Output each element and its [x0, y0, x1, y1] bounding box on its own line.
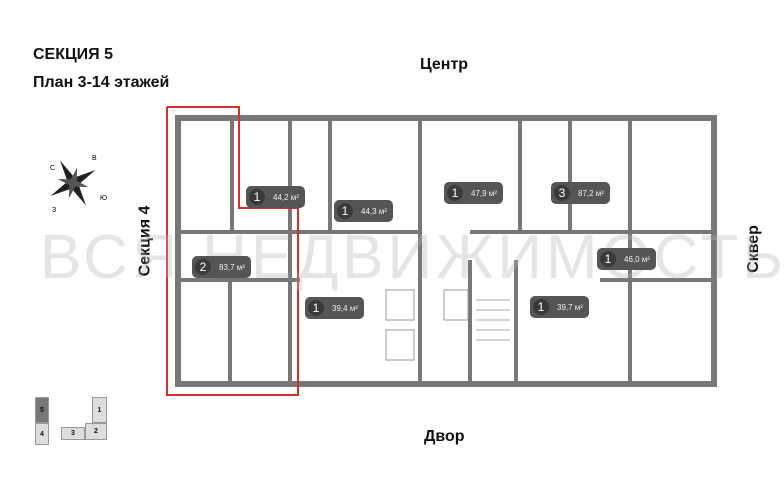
- apartment-badge-selected[interactable]: 2 83,7 м²: [192, 256, 251, 278]
- section-title: СЕКЦИЯ 5: [33, 46, 114, 63]
- floors-subtitle: План 3-14 этажей: [33, 74, 170, 91]
- area: 44,2 м²: [273, 192, 299, 202]
- area: 44,3 м²: [361, 206, 387, 216]
- selected-apartment-outline: [166, 106, 299, 396]
- rooms-count: 1: [308, 300, 324, 316]
- minimap-section-4[interactable]: 4: [35, 423, 49, 445]
- apartment-badge[interactable]: 1 44,2 м²: [246, 186, 305, 208]
- rooms-count: 1: [337, 203, 353, 219]
- rooms-count: 1: [600, 251, 616, 267]
- apartment-badge[interactable]: 1 39,7 м²: [530, 296, 589, 318]
- apartment-badge[interactable]: 1 47,9 м²: [444, 182, 503, 204]
- label-center: Центр: [420, 56, 469, 73]
- area: 46,0 м²: [624, 254, 650, 264]
- minimap-section-5[interactable]: 5: [35, 397, 49, 423]
- minimap-section-2[interactable]: 2: [85, 423, 107, 440]
- rooms-count: 3: [554, 185, 570, 201]
- area: 39,7 м²: [557, 302, 583, 312]
- rooms-count: 1: [249, 189, 265, 205]
- area: 47,9 м²: [471, 188, 497, 198]
- rooms-count: 1: [533, 299, 549, 315]
- minimap-section-1[interactable]: 1: [92, 397, 107, 423]
- area: 87,2 м²: [578, 188, 604, 198]
- apartment-badge[interactable]: 1 46,0 м²: [597, 248, 656, 270]
- apartment-badge[interactable]: 1 39,4 м²: [305, 297, 364, 319]
- area: 39,4 м²: [332, 303, 358, 313]
- compass-n: С: [50, 165, 55, 172]
- rooms-count: 2: [195, 259, 211, 275]
- compass-e: В: [92, 155, 97, 162]
- apartment-badge[interactable]: 1 44,3 м²: [334, 200, 393, 222]
- label-yard: Двор: [424, 428, 465, 445]
- minimap-section-3[interactable]: 3: [61, 427, 85, 440]
- apartment-badge[interactable]: 3 87,2 м²: [551, 182, 610, 204]
- compass-s: Ю: [100, 195, 107, 202]
- area: 83,7 м²: [219, 262, 245, 272]
- rooms-count: 1: [447, 185, 463, 201]
- compass-w: З: [52, 207, 56, 214]
- compass-icon: С В Ю З: [50, 155, 107, 214]
